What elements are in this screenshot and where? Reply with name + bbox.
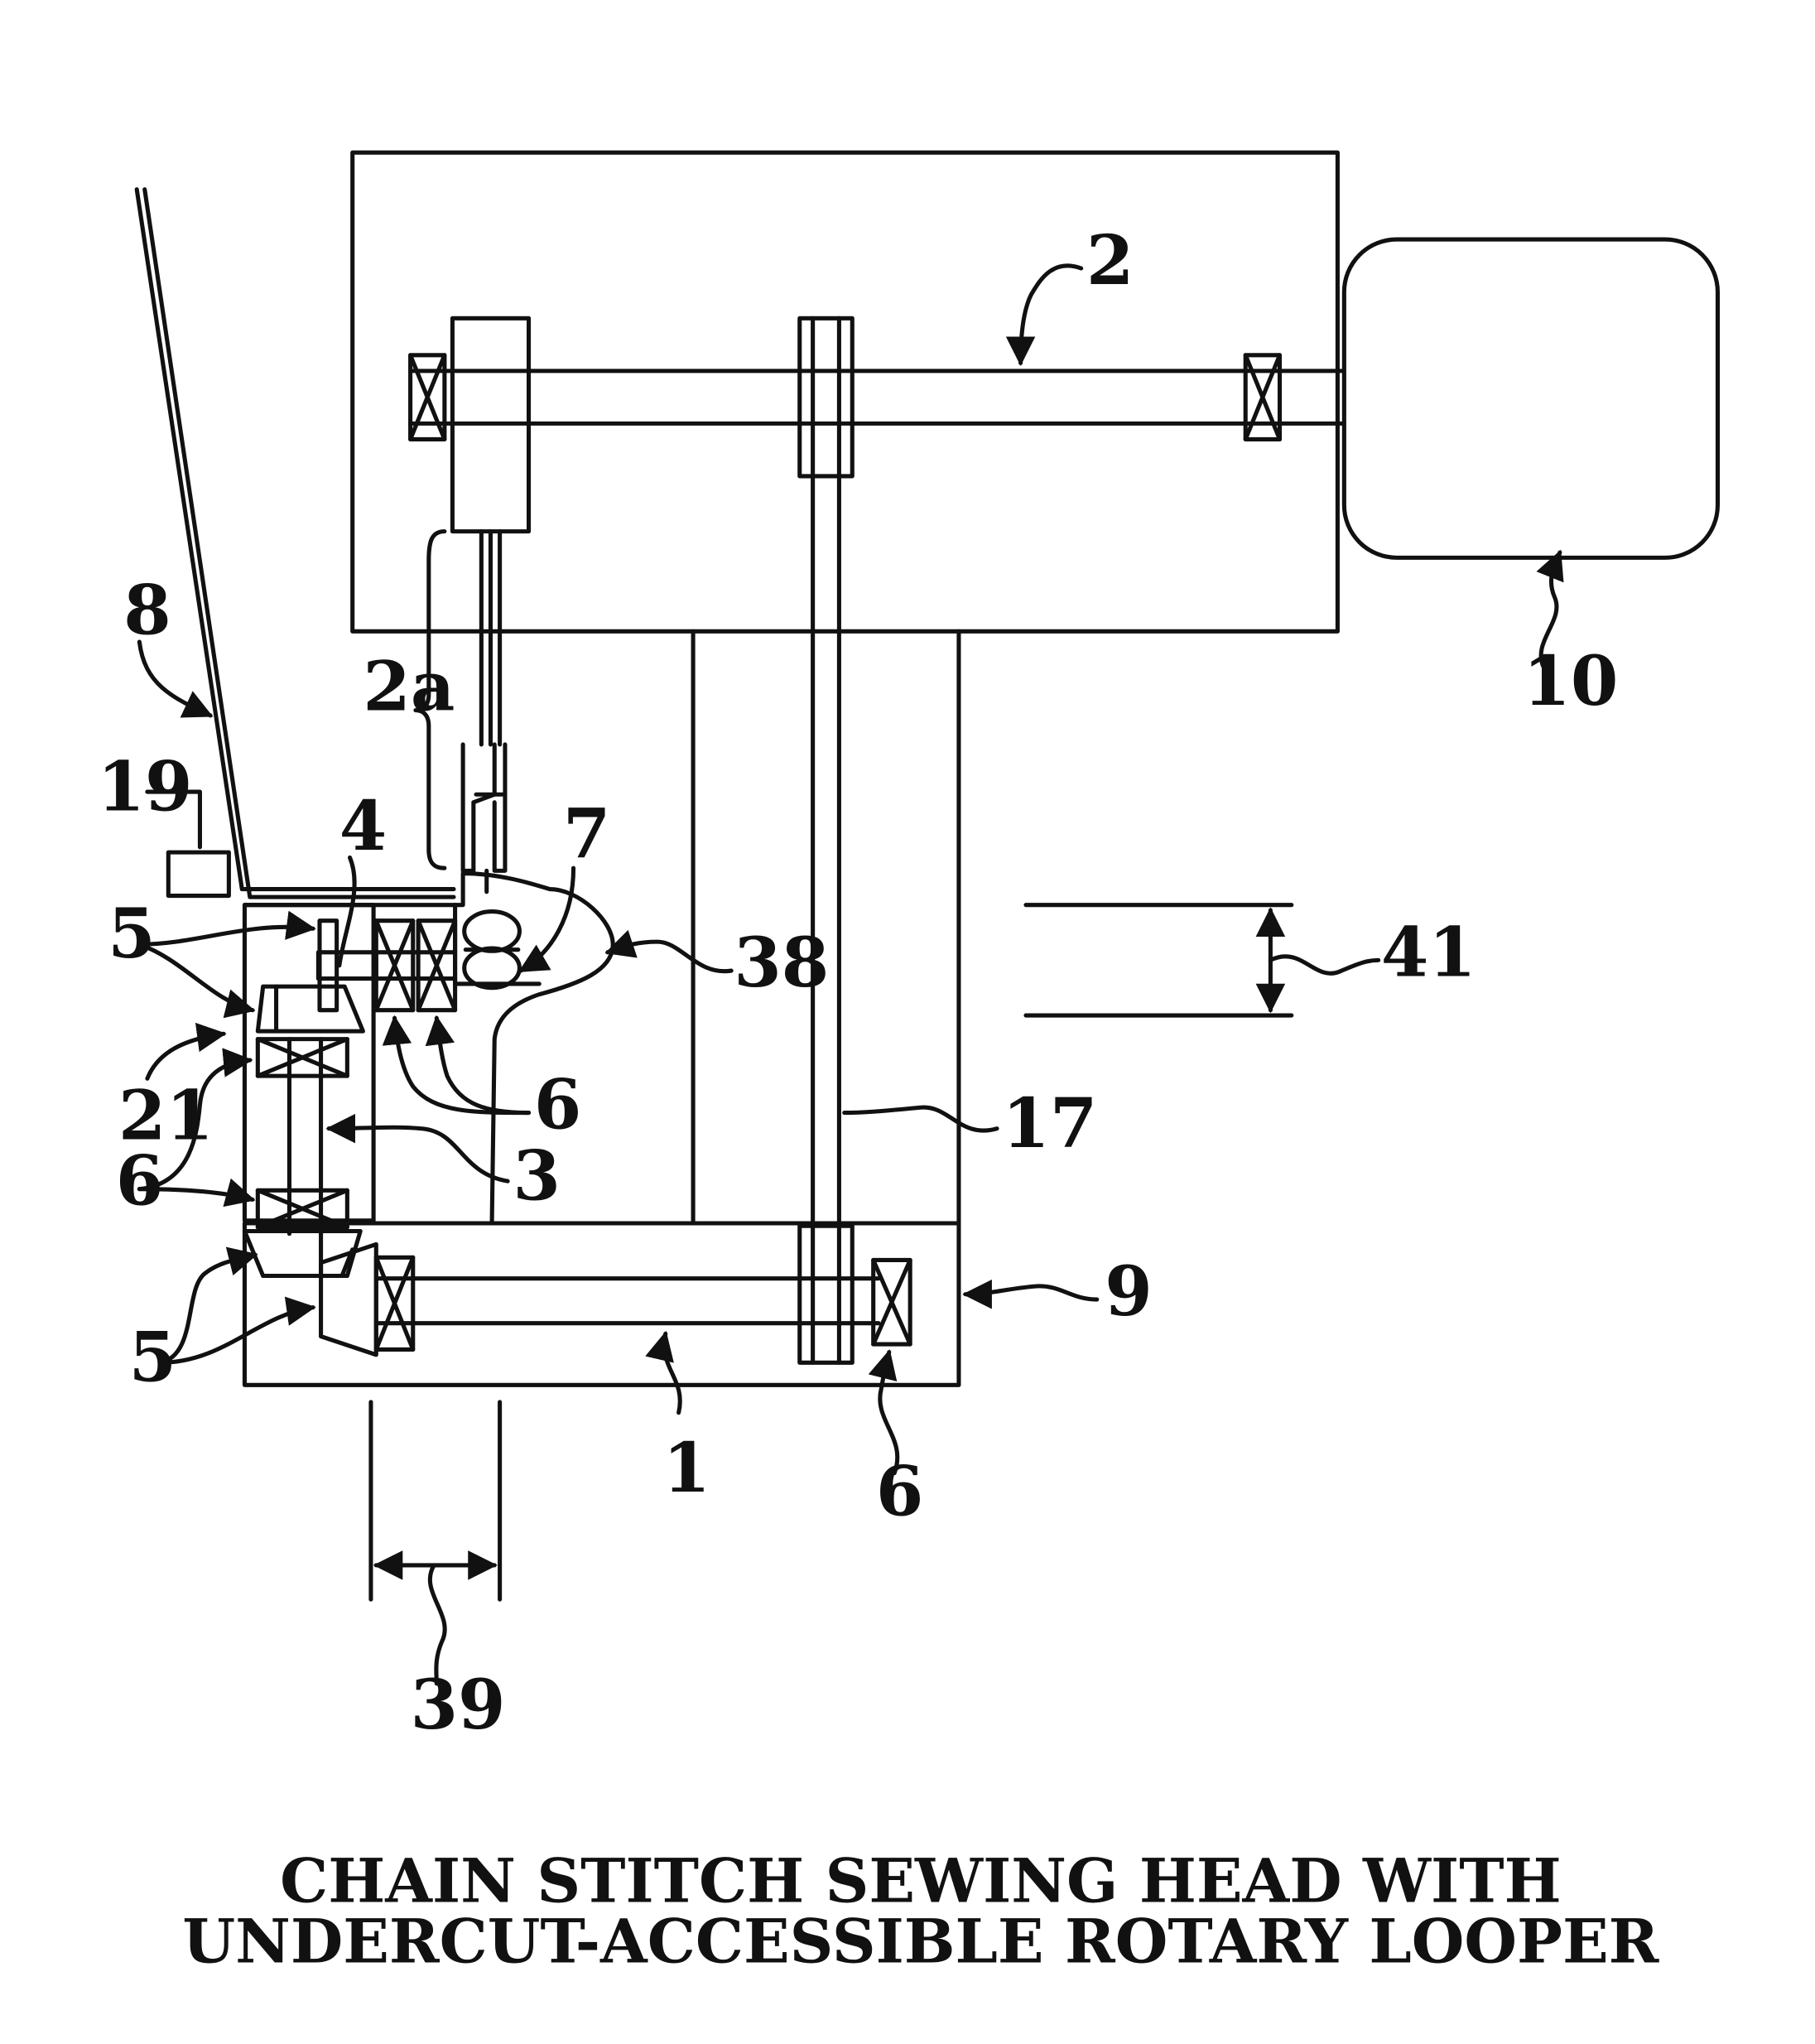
bevel-gear-upper-small bbox=[320, 921, 337, 1010]
lower-shaft-1 bbox=[376, 1279, 879, 1323]
leader-2 bbox=[1021, 266, 1081, 364]
ref-7: 7 bbox=[563, 793, 610, 874]
ref-4: 4 bbox=[339, 786, 387, 866]
caption-line-2: UNDERCUT-ACCESSIBLE ROTARY LOOPER bbox=[182, 1907, 1659, 1978]
bearing-lower-right bbox=[874, 1260, 910, 1344]
belt-17 bbox=[813, 476, 840, 1226]
leader-5-upper bbox=[139, 927, 313, 1010]
bearing-looper-2 bbox=[418, 921, 455, 1010]
leader-21 bbox=[147, 1034, 224, 1078]
ref-41: 41 bbox=[1381, 912, 1476, 992]
belt-pulley-bottom bbox=[800, 1226, 853, 1362]
ref-1: 1 bbox=[663, 1428, 710, 1508]
sensor-19 bbox=[168, 852, 229, 895]
belt-pulley-top bbox=[800, 318, 853, 476]
bevel-gear-lower-small bbox=[321, 1244, 377, 1354]
ref-6-left: 6 bbox=[116, 1141, 163, 1222]
ref-10: 10 bbox=[1523, 641, 1618, 721]
leader-9 bbox=[965, 1286, 1097, 1299]
ref-17: 17 bbox=[1002, 1083, 1097, 1164]
needle-bar-2a bbox=[463, 532, 505, 892]
motor-10 bbox=[1344, 239, 1717, 557]
leader-6-looper bbox=[395, 1018, 529, 1112]
bearing-left-top bbox=[411, 355, 445, 440]
leader-3 bbox=[329, 1127, 508, 1181]
ref-5-lower: 5 bbox=[129, 1318, 176, 1398]
leader-4 bbox=[339, 857, 354, 965]
leader-5-lower bbox=[161, 1255, 313, 1362]
ref-19: 19 bbox=[98, 746, 193, 827]
ref-3: 3 bbox=[513, 1135, 560, 1216]
leader-1 bbox=[664, 1333, 680, 1412]
bevel-gear-21 bbox=[258, 986, 363, 1031]
looper-7 bbox=[465, 912, 520, 988]
ref-6-looper: 6 bbox=[534, 1065, 581, 1145]
ref-9: 9 bbox=[1105, 1251, 1152, 1332]
main-shaft-2 bbox=[411, 371, 1345, 424]
ref-38: 38 bbox=[734, 923, 829, 1003]
leader-38 bbox=[608, 942, 731, 971]
ref-5-upper: 5 bbox=[108, 894, 155, 974]
leader-17 bbox=[845, 1107, 997, 1130]
bearing-lower-left bbox=[376, 1257, 412, 1349]
bearing-looper-1 bbox=[376, 921, 412, 1010]
dimension-39 bbox=[371, 1402, 500, 1684]
bearing-vert-top bbox=[258, 1039, 347, 1076]
dimension-41 bbox=[1026, 905, 1379, 1015]
ref-2: 2 bbox=[1086, 220, 1134, 301]
ref-8: 8 bbox=[123, 570, 171, 650]
ref-2a: 2a bbox=[363, 647, 455, 727]
leader-8 bbox=[139, 642, 210, 716]
ref-6-bottom: 6 bbox=[876, 1452, 923, 1532]
bearing-right-top bbox=[1245, 355, 1279, 440]
ref-39: 39 bbox=[411, 1665, 506, 1745]
